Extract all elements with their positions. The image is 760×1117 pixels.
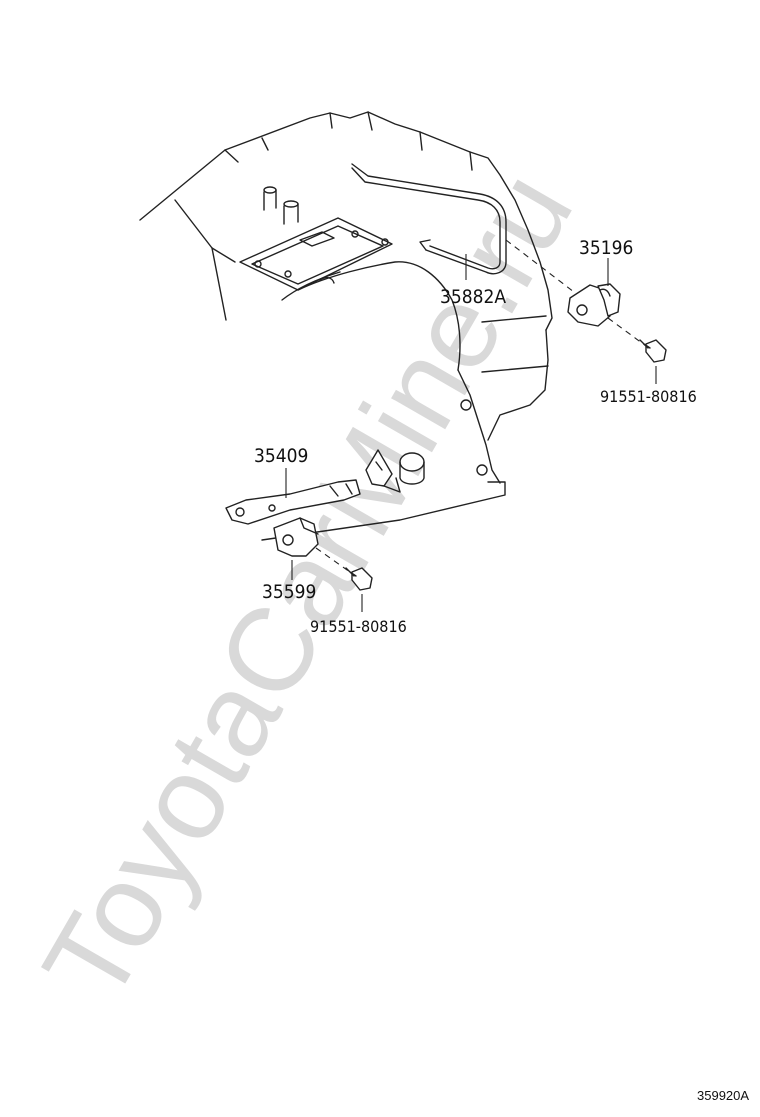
lever-part — [225, 479, 361, 525]
callout-clamp-label: 35196 — [579, 237, 633, 259]
transmission-case — [139, 111, 553, 541]
pipe-part — [351, 163, 507, 275]
bolt-lower-part — [345, 567, 373, 591]
leader-lines — [285, 254, 657, 612]
detent-assembly-part — [365, 449, 425, 493]
callout-bolt-upper-label: 91551-80816 — [600, 387, 697, 406]
callout-pipe-label: 35882A — [440, 286, 506, 308]
assembly-lines — [315, 239, 647, 573]
callout-bolt-lower-label: 91551-80816 — [310, 617, 407, 636]
bolt-upper-part — [639, 339, 667, 363]
bracket-part — [273, 517, 319, 557]
diagram-code: 359920A — [697, 1088, 749, 1103]
clamp-part — [567, 283, 621, 327]
callout-lever-label: 35409 — [254, 445, 308, 467]
callout-bracket-label: 35599 — [262, 581, 316, 603]
